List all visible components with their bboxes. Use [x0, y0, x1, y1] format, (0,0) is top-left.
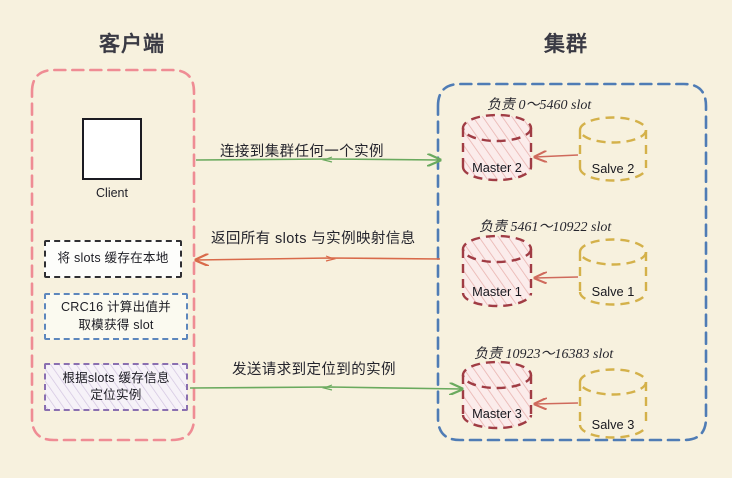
cluster-section-title: 集群 — [544, 33, 588, 56]
client-section-title: 客户端 — [99, 33, 165, 56]
crc-line-1: CRC16 计算出值并 — [61, 300, 171, 315]
slot-range-caption-group-1: 负责 0～5460 slot — [487, 98, 592, 113]
client-scribble-icon — [82, 118, 142, 180]
flow-label-send-request: 发送请求到定位到的实例 — [232, 362, 396, 378]
salve-2-label[interactable]: Salve 2 — [591, 161, 635, 176]
master-2-label[interactable]: Master 2 — [472, 160, 522, 175]
client-node-label: Client — [96, 186, 128, 200]
slot-range-caption-group-2: 负责 5461～10922 slot — [479, 220, 612, 235]
cluster-container — [436, 82, 708, 442]
client-step-crc16[interactable]: CRC16 计算出值并 取模获得 slot — [44, 293, 188, 340]
replication-arrow-2 — [535, 155, 579, 157]
locate-line-2: 定位实例 — [90, 388, 142, 402]
slot-range-caption-group-3: 负责 10923～16383 slot — [474, 347, 614, 362]
client-step-crc16-label: CRC16 计算出值并 取模获得 slot — [61, 299, 171, 334]
client-step-cache-slots-label: 将 slots 缓存在本地 — [57, 251, 169, 266]
crc-line-2: 取模获得 slot — [78, 317, 154, 332]
master-1-label[interactable]: Master 1 — [472, 284, 522, 299]
salve-3-label[interactable]: Salve 3 — [591, 417, 635, 432]
replication-arrow-1 — [535, 277, 579, 278]
replication-arrow-3 — [535, 403, 579, 404]
flow-label-connect: 连接到集群任何一个实例 — [220, 144, 384, 160]
client-node[interactable]: Client — [80, 118, 144, 200]
flow-arrow-return-slots — [196, 256, 441, 261]
salve-1-label[interactable]: Salve 1 — [591, 284, 635, 299]
client-step-cache-slots[interactable]: 将 slots 缓存在本地 — [44, 240, 182, 278]
client-step-locate-instance-label: 根据slots 缓存信息 定位实例 — [62, 370, 169, 405]
master-3-label[interactable]: Master 3 — [472, 406, 522, 421]
flow-label-return-slots: 返回所有 slots 与实例映射信息 — [211, 231, 416, 247]
locate-line-1: 根据slots 缓存信息 — [62, 370, 170, 385]
flow-arrow-send-request — [189, 385, 462, 390]
client-step-locate-instance[interactable]: 根据slots 缓存信息 定位实例 — [44, 363, 188, 411]
